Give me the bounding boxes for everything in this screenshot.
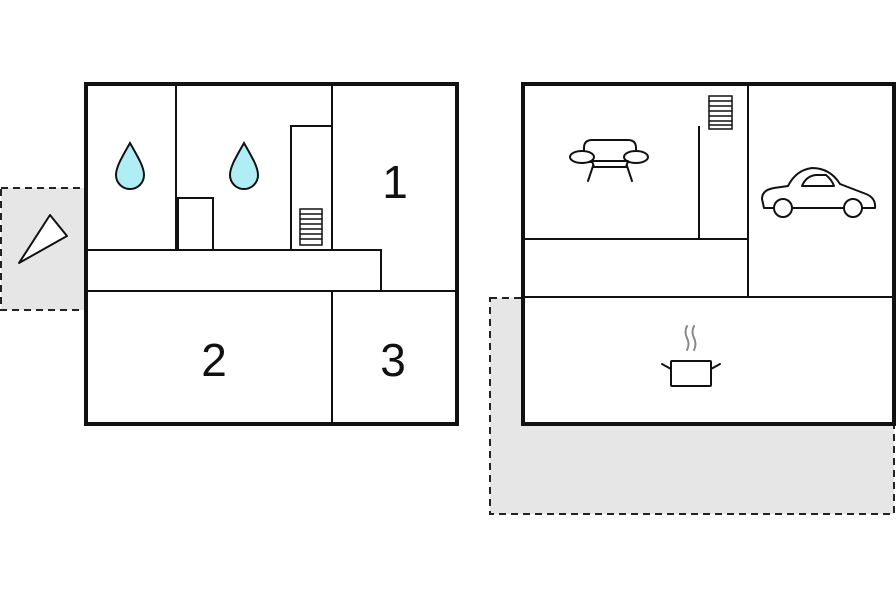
stairs-icon [299,208,323,246]
floor-plan-right [521,82,896,426]
outer-wall-left [84,82,459,426]
outer-wall-right [521,82,896,426]
room-number-2: 2 [201,334,227,386]
floor-plan-left: 1 2 3 [84,82,459,426]
sofa-icon [569,139,649,182]
stair-wall [290,125,331,250]
room-number-1: 1 [382,156,408,208]
stairs-icon [708,95,733,130]
closet-wall [177,197,214,250]
compass-pointer-icon [18,214,68,264]
car-icon [761,167,877,218]
hallway-wall [86,249,382,291]
water-drop-icon [228,140,260,190]
cooking-pot-icon [661,325,721,387]
water-drop-icon [114,140,146,190]
room-number-3: 3 [380,334,406,386]
